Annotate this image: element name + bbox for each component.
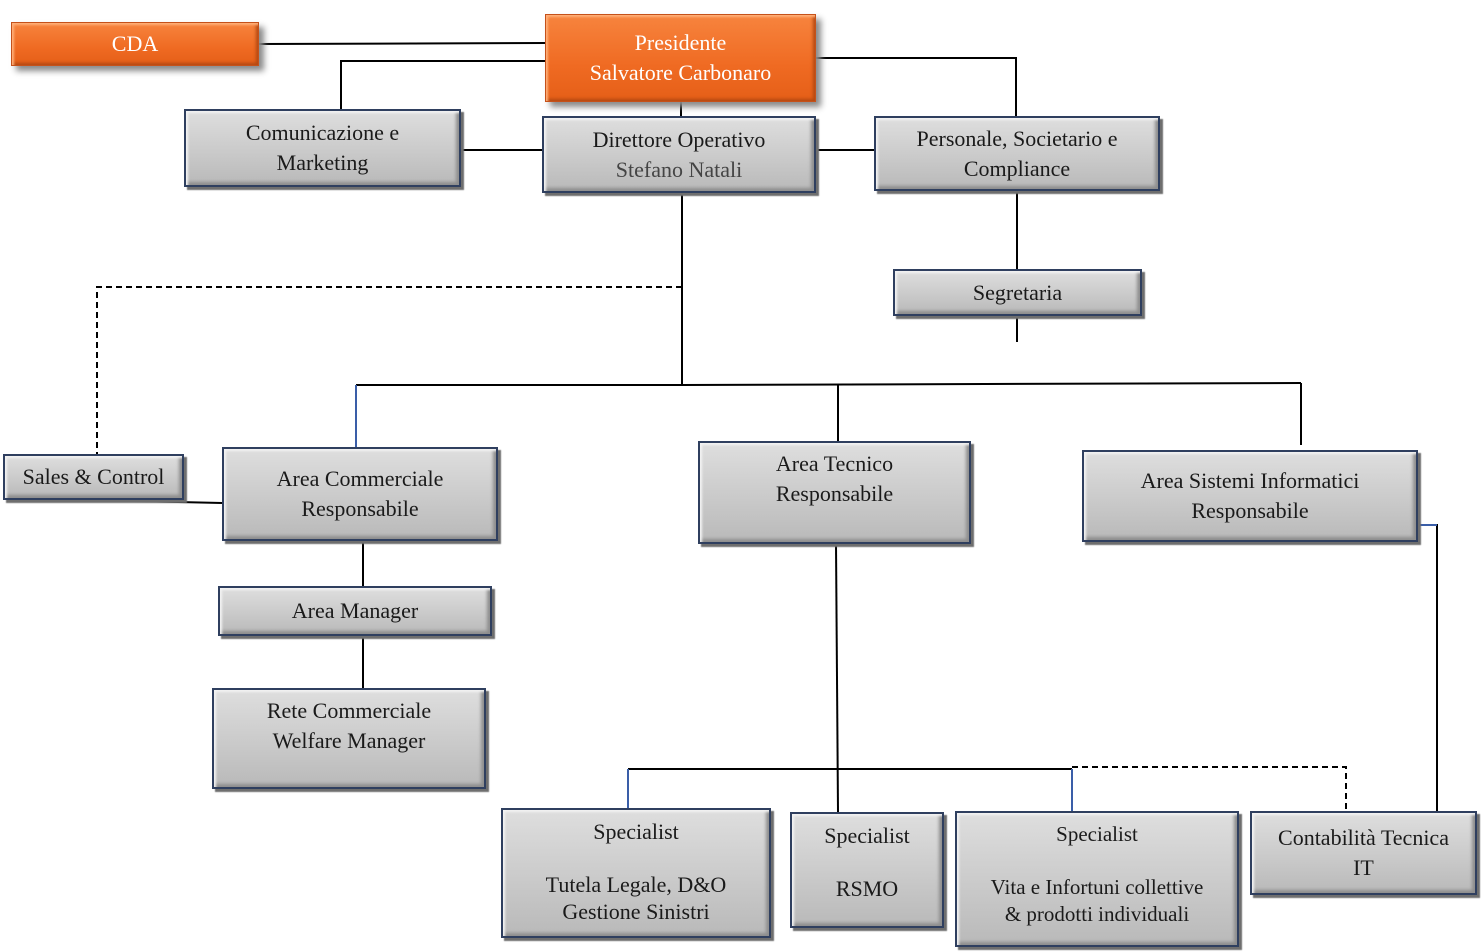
area-sistemi-title: Area Sistemi Informatici [1140,468,1360,493]
specialist-rsmo-line-1: RSMO [835,876,899,901]
connector-areas-bus [356,382,1302,386]
specialist-tutela-line-2: Gestione Sinistri [562,899,710,924]
comunicazione-line-2: Marketing [276,150,369,175]
specialist-tutela-line-1: Tutela Legale, D&O [545,872,727,897]
area-tecnico-title: Area Tecnico [775,451,894,476]
specialist-vita-line-2: & prodotti individuali [1004,902,1190,926]
segretaria-label: Segretaria [972,279,1063,305]
personale-societario-box: Personale, Societario e Compliance [874,116,1160,191]
cda-box: CDA [11,22,259,66]
specialist-tutela-box: Specialist Tutela Legale, D&O Gestione S… [501,808,771,938]
segretaria-box: Segretaria [893,269,1142,316]
presidente-name: Salvatore Carbonaro [589,60,772,85]
connector-presidente-personale [816,57,1017,116]
specialist-rsmo-title: Specialist [824,823,910,848]
contabilita-tecnica-box: Contabilità Tecnica IT [1250,811,1477,895]
specialist-vita-box: Specialist Vita e Infortuni collettive &… [955,811,1239,947]
connector-sistemi-contabilita [1417,524,1438,811]
rete-commerciale-box: Rete Commerciale Welfare Manager [212,688,486,789]
area-manager-box: Area Manager [218,586,492,636]
connector-sales-commerciale [133,500,223,504]
personale-line-2: Compliance [963,155,1071,181]
personale-line-1: Personale, Societario e [916,125,1118,151]
presidente-box: Presidente Salvatore Carbonaro [545,14,816,102]
area-commerciale-box: Area Commerciale Responsabile [222,447,498,541]
area-sistemi-box: Area Sistemi Informatici Responsabile [1082,450,1418,542]
area-manager-label: Area Manager [291,598,419,623]
area-commerciale-role: Responsabile [301,496,419,521]
comunicazione-line-1: Comunicazione e [245,120,400,145]
connector-dashed-contabilita [1072,766,1347,809]
connector-cda-presidente [257,42,547,45]
area-tecnico-box: Area Tecnico Responsabile [698,441,971,544]
area-sistemi-role: Responsabile [1191,498,1309,523]
sales-control-box: Sales & Control [3,454,184,500]
specialist-rsmo-box: Specialist RSMO [790,812,944,928]
cda-label: CDA [111,31,159,56]
rete-line-2: Welfare Manager [272,728,426,753]
connector-presidente-comunicazione [340,60,546,109]
area-tecnico-role: Responsabile [775,481,894,506]
direttore-operativo-box: Direttore Operativo Stefano Natali [542,116,816,193]
sales-control-label: Sales & Control [22,464,165,489]
connector-tecnico-trunk [835,543,839,813]
comunicazione-marketing-box: Comunicazione e Marketing [184,109,461,187]
direttore-name: Stefano Natali [615,156,743,182]
specialist-vita-title: Specialist [1056,822,1138,846]
rete-line-1: Rete Commerciale [266,698,432,723]
connector-dashed-sales [96,286,682,454]
specialist-vita-line-1: Vita e Infortuni collettive [990,875,1204,899]
presidente-title: Presidente [634,30,727,55]
direttore-title: Direttore Operativo [592,126,766,152]
contabilita-line-2: IT [1353,855,1374,880]
contabilita-line-1: Contabilità Tecnica [1278,825,1449,850]
area-commerciale-title: Area Commerciale [276,466,444,491]
specialist-tutela-title: Specialist [593,819,679,844]
